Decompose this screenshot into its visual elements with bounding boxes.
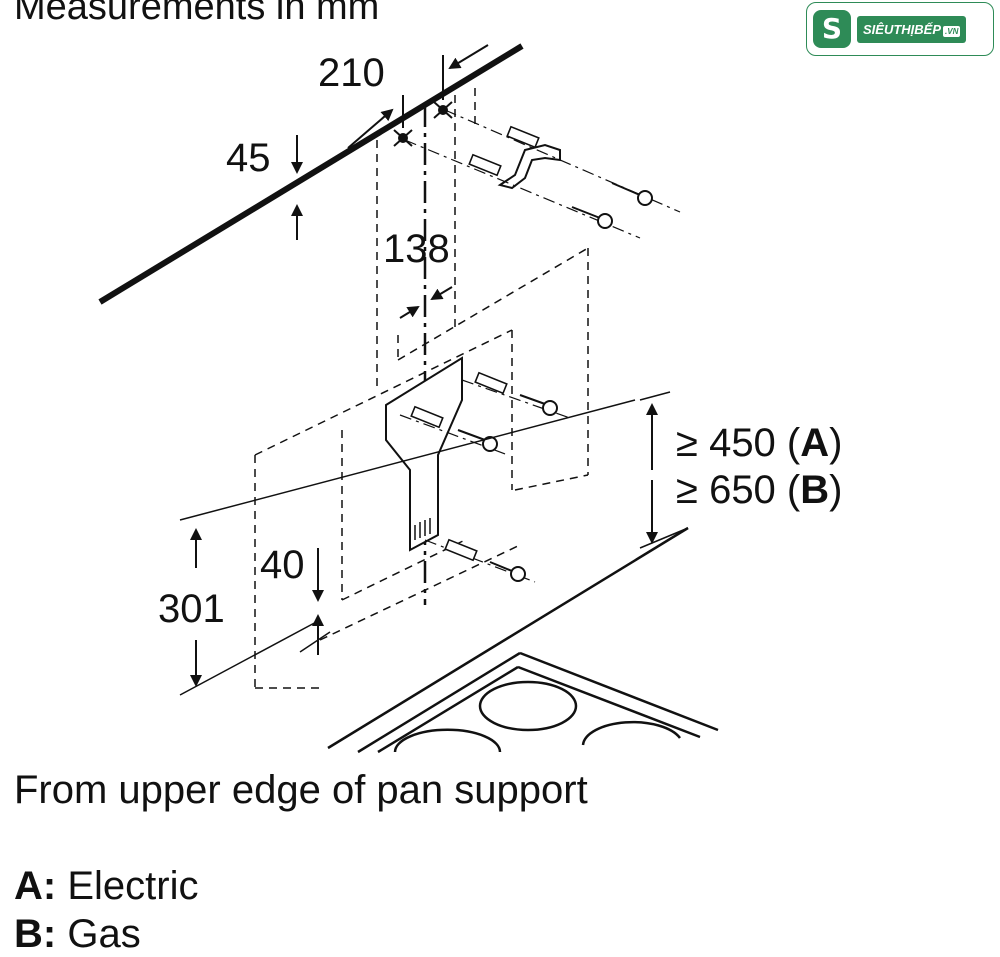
chimney-outline [254, 88, 589, 689]
arrow-138-right [430, 286, 453, 301]
screw-axes [399, 109, 681, 583]
extension-lines [179, 391, 689, 696]
dim-138-label: 138 [383, 227, 450, 271]
ceiling-line [98, 43, 524, 305]
mounting-bracket [385, 356, 463, 552]
arrow-210-right [448, 44, 489, 70]
burner-back [478, 680, 578, 732]
legend-item-gas: B: Gas [14, 912, 141, 956]
pan-support-note: From upper edge of pan support [14, 768, 588, 812]
burner-right [581, 720, 681, 746]
wall-plugs [410, 125, 540, 562]
burner-left [393, 728, 502, 753]
diagram-heading: Measurements in mm [14, 0, 380, 28]
hook-bracket [497, 143, 561, 190]
dim-301-label: 301 [158, 587, 225, 631]
arrow-210-left [347, 108, 394, 149]
dimension-arrows [190, 44, 658, 687]
arrow-138-left [399, 305, 420, 319]
bracket-slots [414, 518, 431, 540]
dim-210-label: 210 [318, 51, 385, 95]
screws [457, 182, 653, 582]
legend-item-electric: A: Electric [14, 864, 199, 908]
dim-min-electric: ≥ 450 (A) [676, 421, 842, 465]
dim-min-gas: ≥ 650 (B) [676, 468, 842, 512]
logo-text: SIÊUTHỊBẾP.VN [857, 15, 967, 43]
cooktop [327, 526, 719, 754]
dim-40-label: 40 [260, 543, 305, 587]
logo-s-icon: S [813, 10, 851, 48]
brand-logo[interactable]: S SIÊUTHỊBẾP.VN [806, 2, 994, 56]
dim-45-label: 45 [226, 136, 271, 180]
ceiling-anchor-marks [393, 101, 453, 147]
